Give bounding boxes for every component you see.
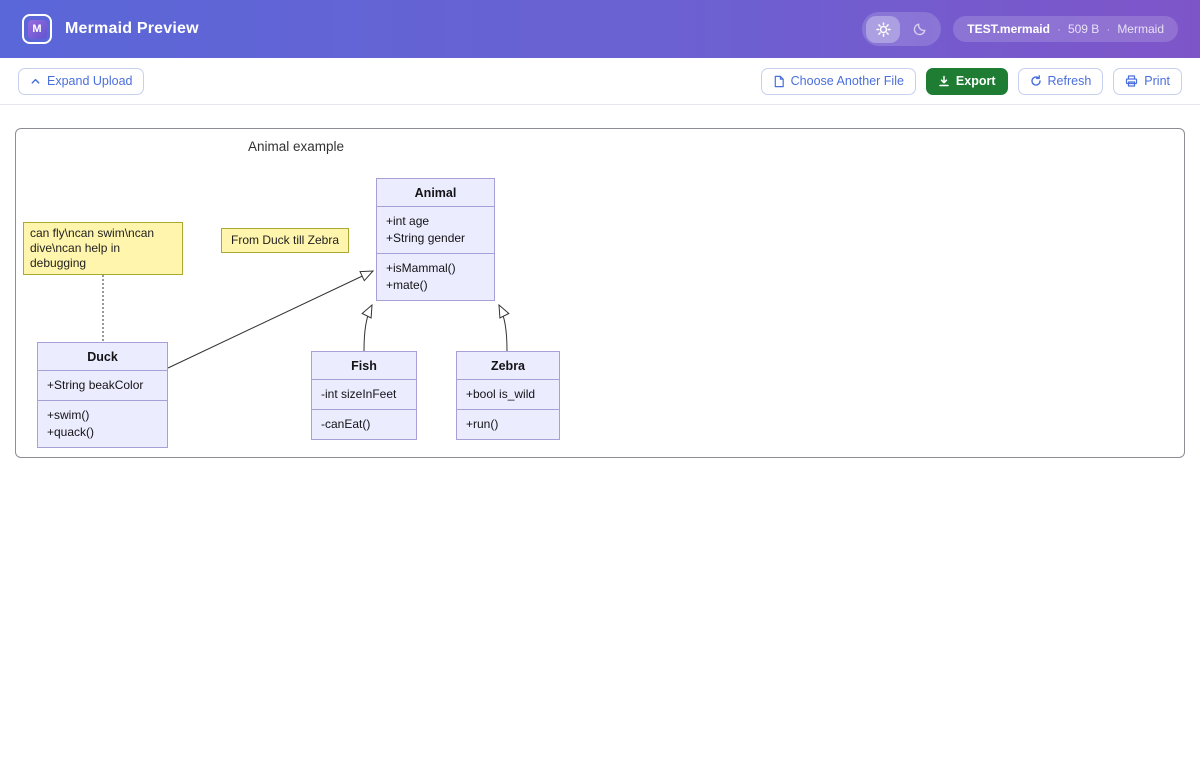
class-methods: +isMammal() +mate() [377, 254, 494, 300]
app-header: M Mermaid Preview [0, 0, 1200, 58]
badge-separator: · [1056, 22, 1061, 36]
class-methods: +swim() +quack() [38, 401, 167, 447]
class-member: +run() [466, 417, 499, 431]
class-title: Duck [38, 343, 167, 371]
class-title: Zebra [457, 352, 559, 380]
chevron-up-icon [30, 76, 41, 87]
class-methods: +run() [457, 410, 559, 439]
print-button[interactable]: Print [1113, 67, 1182, 95]
class-attributes: +bool is_wild [457, 380, 559, 410]
app-logo: M [22, 14, 52, 44]
note-text: can fly\ncan swim\ncan dive\ncan help in… [30, 226, 155, 270]
class-member: +String beakColor [47, 378, 144, 392]
sun-icon [875, 21, 891, 37]
class-member: +int age [386, 214, 430, 228]
dark-theme-button[interactable] [903, 16, 937, 43]
class-methods: -canEat() [312, 410, 416, 439]
class-attributes: -int sizeInFeet [312, 380, 416, 410]
class-title: Animal [377, 179, 494, 207]
note-duck: can fly\ncan swim\ncan dive\ncan help in… [23, 222, 183, 275]
theme-toggle [862, 12, 942, 46]
class-member: +swim() [47, 408, 90, 422]
badge-separator: · [1106, 22, 1111, 36]
download-icon [938, 75, 950, 87]
relation-edges [102, 259, 1184, 369]
toolbar-right-group: Choose Another File Export Refresh [760, 67, 1182, 95]
file-type: Mermaid [1117, 22, 1164, 36]
file-size: 509 B [1067, 22, 1100, 36]
class-attributes: +String beakColor [38, 371, 167, 401]
class-title: Fish [312, 352, 416, 380]
toolbar: Expand Upload Choose Another File [0, 58, 1200, 105]
refresh-icon [1030, 75, 1042, 87]
class-member: +isMammal() [386, 261, 456, 275]
class-member: +String gender [386, 231, 466, 245]
export-label: Export [955, 74, 996, 88]
class-box-fish: Fish -int sizeInFeet -canEat() [311, 351, 417, 440]
class-member: +bool is_wild [466, 387, 536, 401]
note-text: From Duck till Zebra [231, 233, 340, 247]
note-duck-till-zebra: From Duck till Zebra [221, 228, 350, 253]
edge-fish-to-animal [364, 305, 372, 352]
diagram-title: Animal example [248, 139, 345, 154]
class-member: -int sizeInFeet [321, 387, 397, 401]
file-icon [773, 75, 785, 88]
diagram-panel: Animal example can fly\ncan swim\ncan di… [15, 128, 1185, 458]
edge-zebra-to-animal [499, 305, 507, 352]
file-name: TEST.mermaid [967, 22, 1050, 36]
light-theme-button[interactable] [866, 15, 901, 43]
choose-another-file-label: Choose Another File [790, 74, 904, 88]
refresh-button[interactable]: Refresh [1017, 67, 1104, 95]
print-label: Print [1144, 74, 1170, 88]
export-button[interactable]: Export [925, 67, 1008, 95]
choose-another-file-button[interactable]: Choose Another File [760, 67, 916, 95]
expand-upload-button[interactable]: Expand Upload [18, 67, 145, 95]
class-box-zebra: Zebra +bool is_wild +run() [456, 351, 560, 440]
refresh-label: Refresh [1047, 74, 1092, 88]
printer-icon [1125, 75, 1138, 87]
class-member: +mate() [386, 278, 428, 292]
expand-upload-label: Expand Upload [47, 74, 133, 88]
class-box-animal: Animal +int age +String gender +isMammal… [376, 178, 495, 301]
logo-letter: M [27, 19, 47, 39]
class-member: +quack() [47, 425, 95, 439]
class-member: -canEat() [321, 417, 371, 431]
file-info-badge: TEST.mermaid · 509 B · Mermaid [953, 16, 1178, 42]
moon-icon [913, 22, 927, 36]
app-title: Mermaid Preview [65, 20, 199, 37]
class-attributes: +int age +String gender [377, 207, 494, 254]
class-box-duck: Duck +String beakColor +swim() +quack() [37, 342, 168, 448]
